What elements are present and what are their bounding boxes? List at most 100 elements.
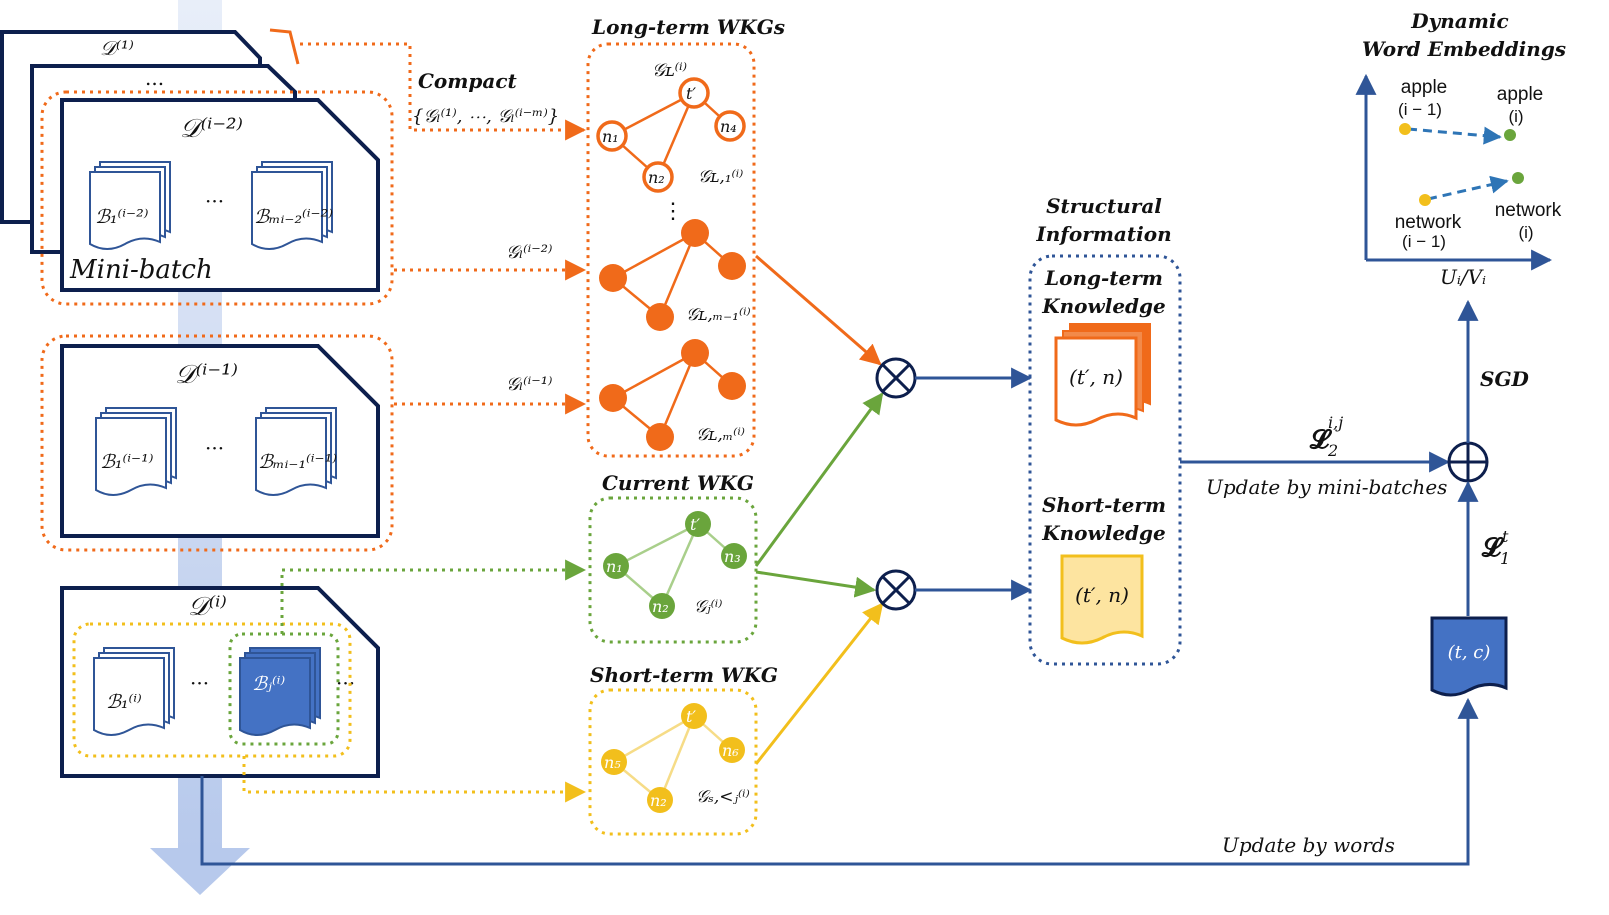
apple-prev-sub: (i − 1) [1398, 100, 1442, 119]
dataset-card-i-minus-1: 𝒟⁽ⁱ⁻¹⁾ ℬ₁⁽ⁱ⁻¹⁾ ··· ℬₘᵢ₋₁⁽ⁱ⁻¹⁾ [60, 344, 380, 538]
edge-short-to-combine [754, 602, 884, 765]
current-wkg-panel: Current WKG n₁ t′ n₂ n₃ 𝒢ⱼ⁽ⁱ⁾ [588, 471, 758, 644]
edge-g-i-minus-2-label: 𝒢ₗ⁽ⁱ⁻²⁾ [506, 242, 552, 263]
loss-l1-sup: t [1502, 527, 1509, 546]
batch-b1-i-minus-2: ℬ₁⁽ⁱ⁻²⁾ [95, 206, 149, 228]
node-n1-current: n₁ [606, 557, 623, 576]
loss-l2-sub: 2 [1327, 441, 1338, 460]
node-n2-current: n₂ [652, 597, 669, 616]
update-mini-batches-label: Update by mini-batches [1206, 475, 1447, 499]
node-n4-long: n₄ [720, 117, 737, 136]
batch-ellipsis-4: ··· [336, 671, 355, 695]
long-term-title: Long-term WKGs [591, 15, 785, 39]
apple-cur-label: apple [1497, 84, 1544, 105]
node-n6-short: n₆ [722, 741, 739, 760]
network-cur-label: network [1495, 200, 1562, 221]
node-t-current: t′ [690, 515, 700, 534]
apple-prev-point [1399, 123, 1411, 135]
long-knowledge-title-1: Long-term [1044, 266, 1163, 290]
short-knowledge-title-2: Knowledge [1041, 521, 1166, 545]
edge-g-i-minus-2: 𝒢ₗ⁽ⁱ⁻²⁾ [394, 242, 587, 281]
apple-prev-label: apple [1401, 77, 1448, 98]
structural-title-1: Structural [1046, 194, 1162, 218]
structural-title-2: Information [1035, 222, 1171, 246]
edge-current-to-combine-1 [754, 392, 884, 567]
batch-ellipsis-3: ··· [190, 671, 209, 695]
embeddings-axis-label: Uᵢ/Vᵢ [1440, 265, 1486, 289]
long-knowledge-doc-label: (t′, n) [1069, 365, 1123, 389]
dataset-d1-label: 𝒟⁽¹⁾ [100, 36, 134, 60]
batch-bm-i-minus-1: ℬₘᵢ₋₁⁽ⁱ⁻¹⁾ [258, 451, 337, 473]
node-n1-long: n₁ [602, 127, 619, 146]
g-L1-label: 𝒢ʟ,₁⁽ⁱ⁾ [698, 167, 743, 187]
update-by-words-edge: Update by words [200, 697, 1479, 866]
tc-doc-label: (t, c) [1448, 642, 1491, 663]
dataset-d-i-minus-1-label: 𝒟⁽ⁱ⁻¹⁾ [175, 360, 238, 390]
short-knowledge-doc: (t′, n) [1060, 554, 1144, 645]
edge-g-i-minus-1: 𝒢ₗ⁽ⁱ⁻¹⁾ [394, 374, 587, 415]
embeddings-title-2: Word Embeddings [1362, 37, 1566, 61]
sgd-label: SGD [1480, 367, 1530, 391]
g-s-label: 𝒢ₛ,<ⱼ⁽ⁱ⁾ [696, 787, 750, 807]
network-cur-sub: (i) [1518, 223, 1533, 242]
batch-b1-i-minus-1: ℬ₁⁽ⁱ⁻¹⁾ [100, 451, 154, 473]
current-batch-stack [239, 647, 321, 736]
loss-l2-sup: i,j [1328, 413, 1343, 432]
update-words-label: Update by words [1222, 833, 1395, 857]
edge-current-batch [280, 559, 587, 634]
long-term-wkgs-panel: Long-term WKGs 𝒢ʟ⁽ⁱ⁾ n₁ t′ n₂ n₄ 𝒢ʟ,₁⁽ⁱ⁾… [586, 15, 785, 458]
batch-bm-i-minus-2: ℬₘᵢ₋₂⁽ⁱ⁻²⁾ [254, 206, 333, 228]
network-cur-point [1512, 172, 1524, 184]
mini-batch-label: Mini-batch [69, 255, 213, 285]
short-term-wkg-panel: Short-term WKG n₅ t′ n₂ n₆ 𝒢ₛ,<ⱼ⁽ⁱ⁾ [588, 663, 778, 836]
node-n2-short: n₂ [650, 791, 667, 810]
node-n2-long: n₂ [648, 168, 665, 187]
network-prev-point [1419, 194, 1431, 206]
structural-information-panel: Structural Information Long-term Knowled… [1028, 194, 1182, 666]
node-n3-current: n₃ [724, 547, 741, 566]
long-knowledge-title-2: Knowledge [1041, 294, 1166, 318]
node-t-short: t′ [686, 707, 696, 726]
short-term-title: Short-term WKG [590, 663, 778, 687]
compact-label: Compact [418, 69, 518, 93]
dataset-card-i: 𝒟⁽ⁱ⁾ ℬ₁⁽ⁱ⁾ ··· ℬⱼ⁽ⁱ⁾ ··· [60, 586, 380, 778]
apple-shift-arrow [1407, 126, 1502, 145]
combine-op-short [875, 569, 917, 611]
node-n5-short: n₅ [604, 753, 621, 772]
long-knowledge-doc: (t′, n) [1054, 323, 1151, 427]
dataset-d-i-label: 𝒟⁽ⁱ⁾ [188, 592, 227, 622]
dataset-card-i-minus-2: 𝒟⁽ⁱ⁻²⁾ ℬ₁⁽ⁱ⁻²⁾ ··· ℬₘᵢ₋₂⁽ⁱ⁻²⁾ Mini-batch [60, 98, 380, 292]
batch-bj-i: ℬⱼ⁽ⁱ⁾ [252, 673, 285, 695]
dataset-d-i-minus-2-label: 𝒟⁽ⁱ⁻²⁾ [180, 114, 243, 144]
g-L-label: 𝒢ʟ⁽ⁱ⁾ [652, 60, 687, 81]
short-knowledge-title-1: Short-term [1042, 493, 1166, 517]
g-j-label: 𝒢ⱼ⁽ⁱ⁾ [694, 597, 722, 617]
long-term-vdots: ⋮ [662, 199, 684, 224]
compact-edge: Compact {𝒢ₗ⁽¹⁾, ⋯, 𝒢ₗ⁽ⁱ⁻ᵐ⁾} [269, 28, 587, 141]
apple-cur-point [1504, 129, 1516, 141]
dataset-dots-label: ... [145, 66, 164, 90]
batch-b1-i: ℬ₁⁽ⁱ⁾ [106, 691, 142, 713]
edge-current-to-combine-2 [755, 570, 877, 598]
embeddings-title-1: Dynamic [1410, 9, 1508, 33]
batch-ellipsis-2: ··· [205, 436, 224, 460]
batch-ellipsis-1: ··· [205, 189, 224, 213]
mini-batch-group-current [228, 632, 340, 746]
network-shift-arrow [1427, 175, 1509, 201]
loss-l1-sub: 1 [1500, 549, 1510, 568]
tc-doc: (t, c) [1430, 616, 1508, 697]
mini-batch-group-i-minus-2 [40, 90, 394, 306]
dynamic-word-embeddings-panel: Dynamic Word Embeddings Uᵢ/Vᵢ apple (i −… [1355, 9, 1566, 289]
network-prev-label: network [1395, 212, 1462, 233]
node-t-long: t′ [686, 84, 696, 103]
mini-batch-group-short-term [72, 622, 352, 758]
current-title: Current WKG [602, 471, 754, 495]
compact-set-label: {𝒢ₗ⁽¹⁾, ⋯, 𝒢ₗ⁽ⁱ⁻ᵐ⁾} [412, 106, 559, 127]
short-knowledge-doc-label: (t′, n) [1075, 583, 1129, 607]
g-Lm-label: 𝒢ʟ,ₘ⁽ⁱ⁾ [696, 425, 745, 445]
network-prev-sub: (i − 1) [1402, 232, 1446, 251]
combine-op-long [875, 357, 917, 399]
edge-long-to-combine [755, 254, 882, 366]
g-Lm1-label: 𝒢ʟ,ₘ₋₁⁽ⁱ⁾ [686, 305, 751, 325]
